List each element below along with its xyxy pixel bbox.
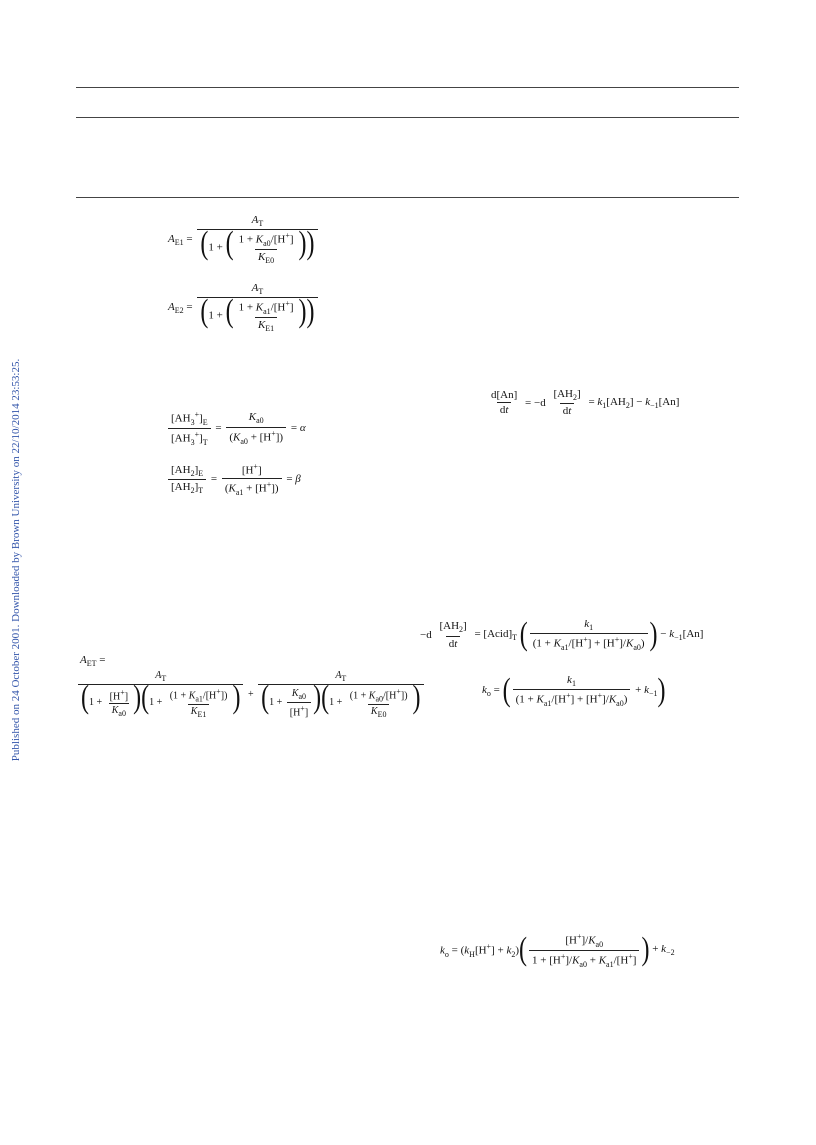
sidebar-download-notice: Published on 24 October 2001. Downloaded… [10, 358, 22, 762]
table-header-rule [76, 117, 739, 118]
equation-alpha: [AH3+]E[AH3+]T = Ka0(Ka0 + [H+]) = α [166, 410, 306, 447]
equation-aet-label: AET = [80, 654, 106, 669]
equation-ae2: AE2 = AT (1 + (1 + Ka1/[H+]KE1)) [168, 282, 320, 333]
table-top-rule [76, 87, 739, 88]
equation-acid-rate: −d [AH2]dt = [Acid]T ( k1(1 + Ka1/[H+] +… [420, 617, 704, 653]
equation-beta: [AH2]E[AH2]T = [H+](Ka1 + [H+]) = β [166, 462, 301, 497]
table-bottom-rule [76, 197, 739, 198]
equation-ko1: ko = ( k1(1 + Ka1/[H+] + [H+]/Ka0) + k−1… [482, 673, 666, 709]
equation-ae1: AE1 = AT (1 + (1 + Ka0/[H+]KE0)) [168, 214, 320, 265]
equation-aet: AT (1 + [H+]Ka0)(1 + (1 + Ka1/[H+])KE1) … [76, 670, 426, 719]
equation-rate: d[An]dt = −d [AH2]dt = k1[AH2] − k−1[An] [491, 388, 680, 418]
